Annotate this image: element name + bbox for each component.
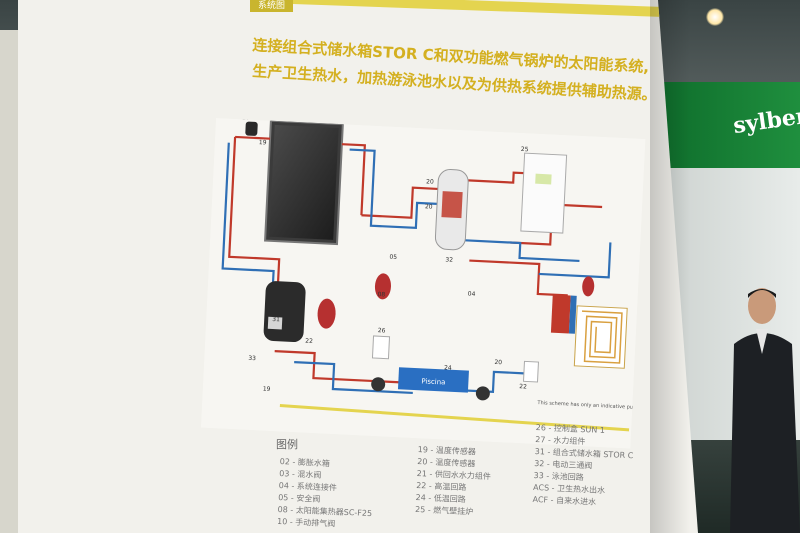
gas-boiler [520,152,568,234]
svg-text:22: 22 [519,383,527,390]
svg-text:10: 10 [242,118,250,122]
exhibition-board: 系统图 连接组合式储水箱STOR C和双功能燃气锅炉的太阳能系统, 生产卫生热水… [18,0,698,533]
sylber-sign [660,82,800,168]
svg-text:22: 22 [305,338,313,345]
pool-label: Piscina [421,377,446,386]
svg-text:19: 19 [259,139,267,146]
indicative-note: This scheme has only an indicative purpo… [536,400,645,411]
ceiling-light [706,8,724,26]
svg-text:08: 08 [377,291,385,298]
cold-pipes [221,142,612,395]
hydraulic-unit [522,360,539,383]
component-numbers: 10 19 09 20 20 32 25 05 08 04 33 31 22 2… [242,118,529,393]
svg-text:25: 25 [521,146,529,153]
legend-item: 25 - 燃气壁挂炉 [414,504,474,517]
storage-tank-stor-c [434,169,469,251]
pump-1 [371,377,386,392]
person-in-suit [730,288,800,533]
swimming-pool: Piscina [397,367,469,393]
svg-text:09: 09 [336,119,344,126]
expansion-vessel-3 [582,276,595,297]
svg-text:26: 26 [378,327,386,334]
solar-collector [264,119,344,246]
expansion-tank-top [245,121,258,136]
svg-text:19: 19 [263,386,271,393]
svg-text:20: 20 [425,203,433,210]
heating-system-diagram: Piscina 10 19 09 20 20 32 25 05 08 04 [200,118,646,449]
control-box [371,335,391,360]
svg-text:24: 24 [444,364,452,371]
expansion-vessel-1 [317,298,336,329]
legend-column-2: 19 - 温度传感器 20 - 温度传感器 21 - 供回水水力组件 22 - … [415,444,492,519]
board-edge-shadow [650,0,690,533]
combined-tank-unit [263,281,306,343]
section-label: 系统图 [250,0,294,12]
svg-text:33: 33 [248,355,256,362]
svg-text:05: 05 [389,254,397,261]
legend-column-1: 02 - 膨胀水箱 03 - 混水阀 04 - 系统连接件 05 - 安全阀 0… [277,456,375,532]
pump-2 [475,386,490,401]
section-header-bar [254,0,674,18]
svg-text:20: 20 [426,178,434,185]
svg-text:32: 32 [445,256,453,263]
legend-title: 图例 [276,438,298,451]
legend-column-3: 26 - 控制盒 SUN 1 27 - 水力组件 31 - 组合式储水箱 STO… [532,422,634,510]
svg-text:31: 31 [272,316,280,323]
radiator [550,294,577,334]
expansion-vessel-2 [374,273,391,300]
underfloor-heating-panel [573,305,628,369]
svg-text:04: 04 [468,291,476,298]
svg-text:20: 20 [494,359,502,366]
